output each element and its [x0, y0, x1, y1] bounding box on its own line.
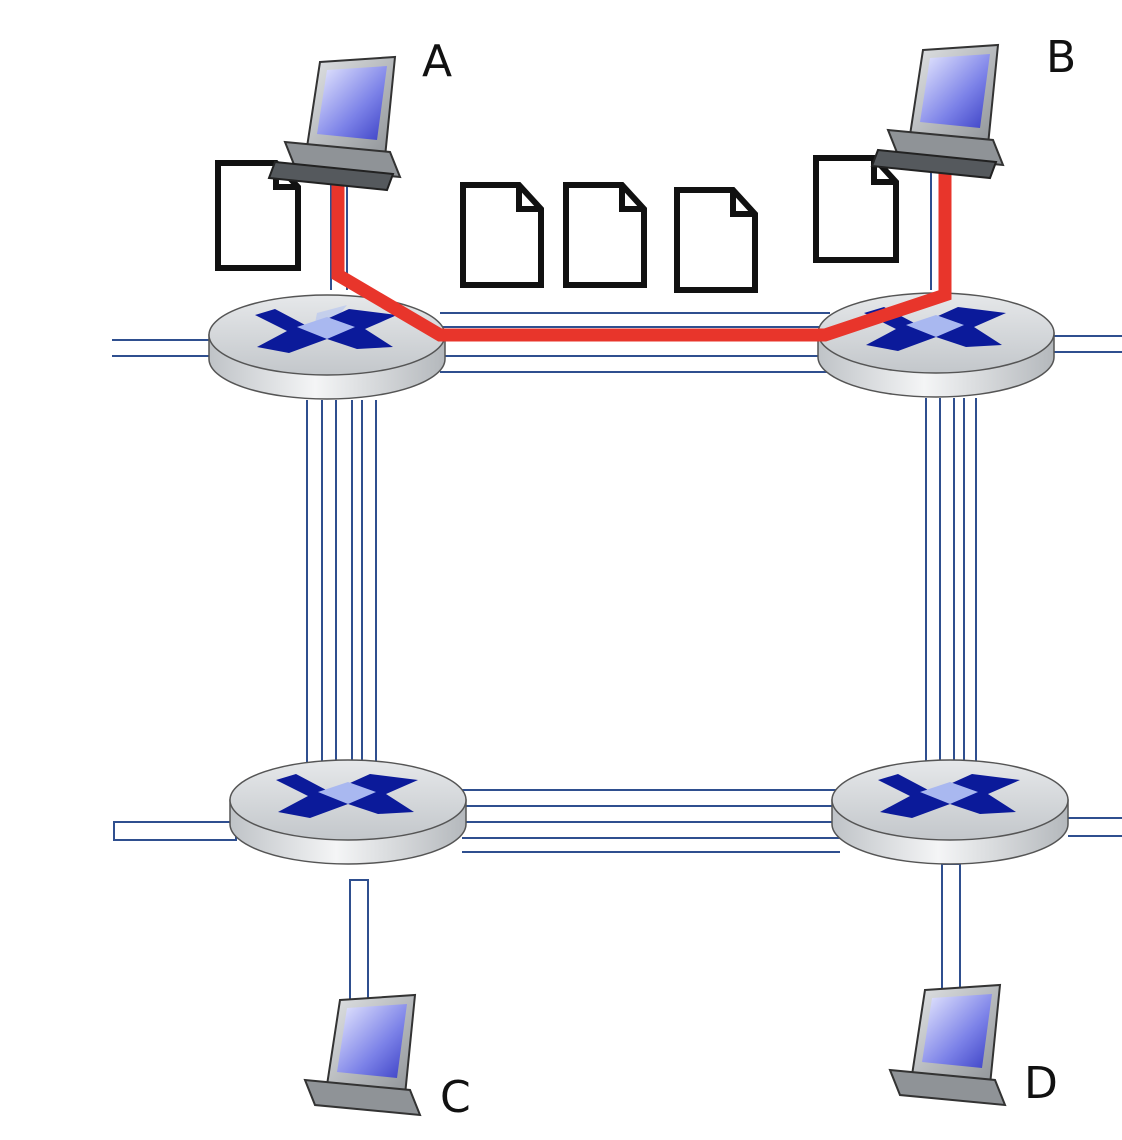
- packet-icon: [460, 182, 544, 288]
- host-c-label: C: [440, 1072, 471, 1123]
- router-top-right-switch-icon: [864, 307, 1006, 351]
- host-b-label: B: [1046, 32, 1076, 83]
- router-bottom-right-switch-icon: [878, 774, 1020, 818]
- packet-icon: [215, 160, 301, 271]
- host-d: [888, 983, 1007, 1107]
- packet-icon: [674, 187, 758, 293]
- link-host-a: [330, 170, 348, 290]
- host-a-label: A: [422, 36, 452, 87]
- computer-icon: [888, 983, 1007, 1107]
- host-a: [267, 55, 402, 192]
- circuit-path-highlight: [331, 160, 952, 342]
- computer-icon: [870, 43, 1005, 180]
- router-bottom-left: [229, 759, 467, 865]
- packets: [215, 155, 899, 293]
- link-bottom: [462, 789, 840, 853]
- host-b: [870, 43, 1005, 180]
- link-host-d: [941, 863, 961, 990]
- link-stub-right-bottom: [1068, 817, 1122, 837]
- packet-icon: [563, 182, 647, 288]
- packet-icon: [813, 155, 899, 263]
- router-bottom-right: [831, 759, 1069, 865]
- link-stub-left-top: [112, 339, 215, 357]
- link-stub-left-bottom: [113, 821, 237, 841]
- link-left: [306, 400, 377, 765]
- router-bottom-left-switch-icon: [276, 774, 418, 818]
- host-c: [303, 993, 422, 1117]
- link-top: [440, 312, 830, 373]
- computer-icon: [303, 993, 422, 1117]
- router-top-left-switch-icon: [255, 305, 397, 353]
- router-top-right: [817, 292, 1055, 398]
- link-host-c: [349, 879, 369, 1001]
- link-right: [925, 398, 977, 765]
- computer-icon: [267, 55, 402, 192]
- host-d-label: D: [1024, 1058, 1058, 1109]
- link-stub-right-top: [1052, 335, 1122, 353]
